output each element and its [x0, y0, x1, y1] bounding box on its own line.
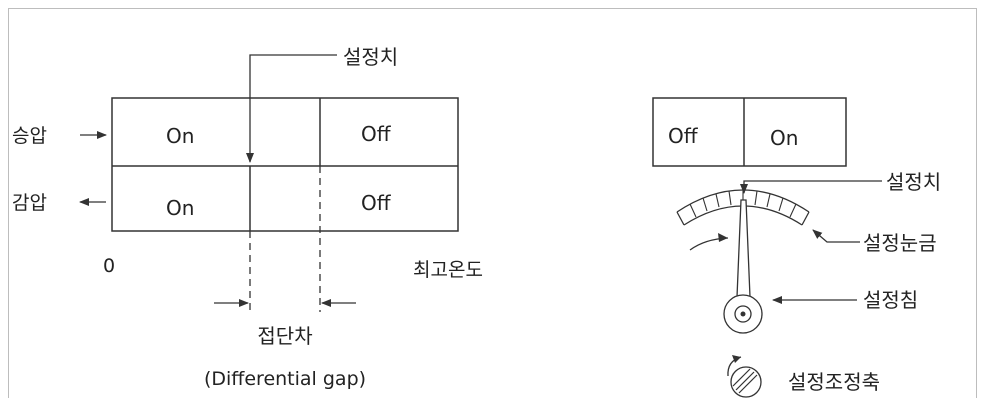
setpoint-label: 설정치 [343, 45, 398, 69]
cell-off-rise: Off [361, 122, 392, 146]
adjust-shaft-icon [727, 355, 762, 398]
scale-leader-arrow [812, 229, 860, 243]
cell-on-rise: On [166, 124, 194, 148]
needle-label: 설정침 [863, 288, 918, 312]
cell-off-fall: Off [361, 191, 392, 215]
setting-needle [736, 199, 751, 303]
gap-label-en: (Differential gap) [204, 368, 366, 390]
switch-table [111, 97, 459, 232]
left-diagram: 설정치 승압 감압 On Off On Off 0 최고온도 접단차 (Diff… [12, 45, 483, 390]
scale-ticks [689, 190, 797, 218]
needle-pivot-center [740, 311, 746, 317]
setpoint-label-right: 설정치 [886, 170, 941, 194]
axis-max-label: 최고온도 [413, 259, 483, 281]
fall-label: 감압 [12, 192, 47, 214]
rise-label: 승압 [12, 125, 47, 147]
axis-zero: 0 [103, 255, 115, 277]
switch-box [652, 97, 847, 167]
scale-end-right [801, 211, 810, 226]
cell-off: Off [668, 124, 699, 148]
diagram-frame [8, 8, 977, 398]
setpoint-leader-arrow-right [740, 180, 882, 194]
cell-on: On [770, 126, 798, 150]
gap-label: 접단차 [257, 324, 312, 348]
scale-label: 설정눈금 [863, 231, 937, 255]
cell-on-fall: On [166, 196, 194, 220]
setpoint-leader-arrow [246, 54, 337, 163]
scale-end-left [676, 211, 685, 226]
adjust-shaft-label: 설정조정축 [788, 370, 880, 394]
rotation-arrow-head [718, 233, 728, 242]
needle-pivot-inner [734, 305, 752, 323]
right-diagram: Off On 설정치 설정눈금 [652, 97, 941, 398]
